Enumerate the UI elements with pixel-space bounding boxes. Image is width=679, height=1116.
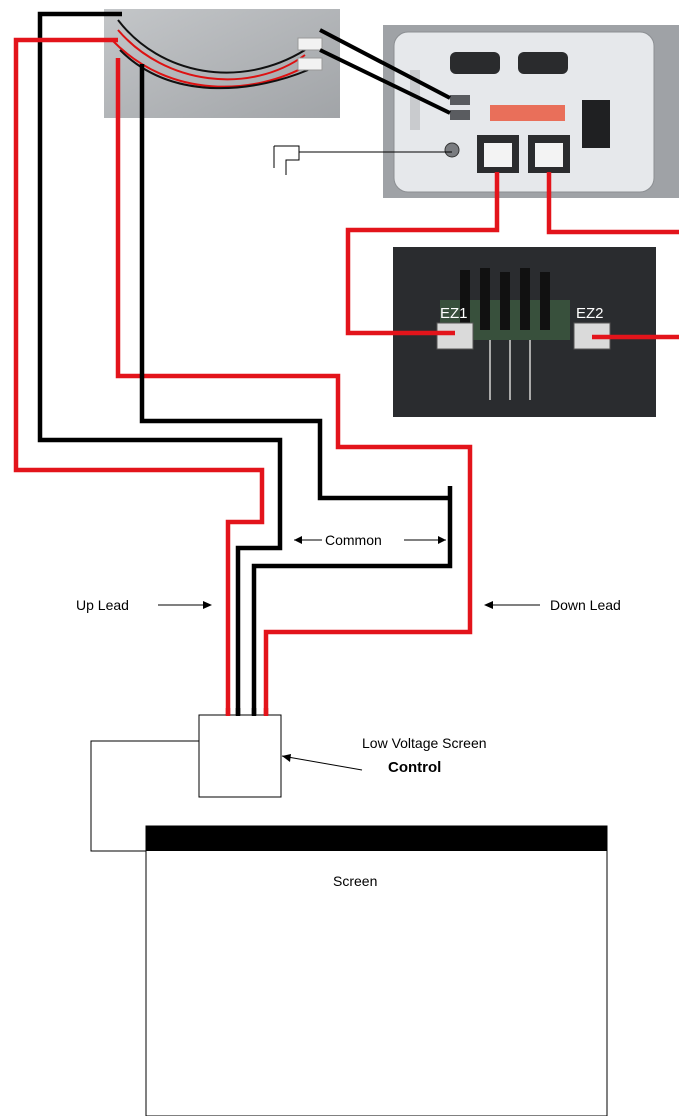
common-label-group: Common: [294, 532, 446, 548]
red-rj-lead-ez1: [345, 172, 500, 336]
ez1-label: EZ1: [440, 305, 468, 322]
black-wire-common: [139, 64, 453, 716]
red-rj-lead-ez2: [546, 172, 679, 235]
rj-port-1-socket: [484, 143, 512, 167]
power-connector: [582, 100, 610, 148]
common-label: Common: [325, 532, 382, 548]
screen-label: Screen: [333, 873, 377, 889]
screen-housing-bar: [146, 826, 607, 851]
power-jack: [444, 142, 460, 158]
controller-photo: [383, 25, 679, 198]
ez2-label: EZ2: [576, 305, 604, 322]
harness-connector: [297, 57, 323, 71]
serial-port: [518, 52, 568, 74]
red-wire-down-lead: [115, 58, 473, 716]
red-wire-up-lead: [13, 37, 265, 716]
dip-switch: [490, 105, 565, 121]
trigger-jack: [450, 110, 470, 120]
brand-logo: [410, 70, 420, 130]
control-label-line2: Control: [388, 759, 441, 776]
harness-connector: [297, 37, 323, 51]
rj-port-2-socket: [535, 143, 563, 167]
relay-icon: [273, 145, 452, 175]
lead-to-controller: [319, 28, 451, 100]
up-lead-label-group: Up Lead: [76, 597, 212, 613]
control-label-line1: Low Voltage Screen: [362, 735, 487, 751]
black-wire-outer: [37, 11, 283, 716]
serial-port: [450, 52, 500, 74]
trigger-jack: [450, 95, 470, 105]
lead-to-controller: [319, 48, 451, 115]
control-label-group: Low Voltage Screen Control: [281, 735, 487, 776]
down-lead-label: Down Lead: [550, 597, 621, 613]
screen-control-box: [198, 714, 282, 798]
down-lead-label-group: Down Lead: [484, 597, 621, 613]
ez1-port: [436, 322, 474, 350]
up-lead-label: Up Lead: [76, 597, 129, 613]
projection-screen: [145, 825, 608, 1116]
control-to-screen-wire: [90, 740, 199, 852]
wire-harness-photo: [104, 9, 340, 118]
